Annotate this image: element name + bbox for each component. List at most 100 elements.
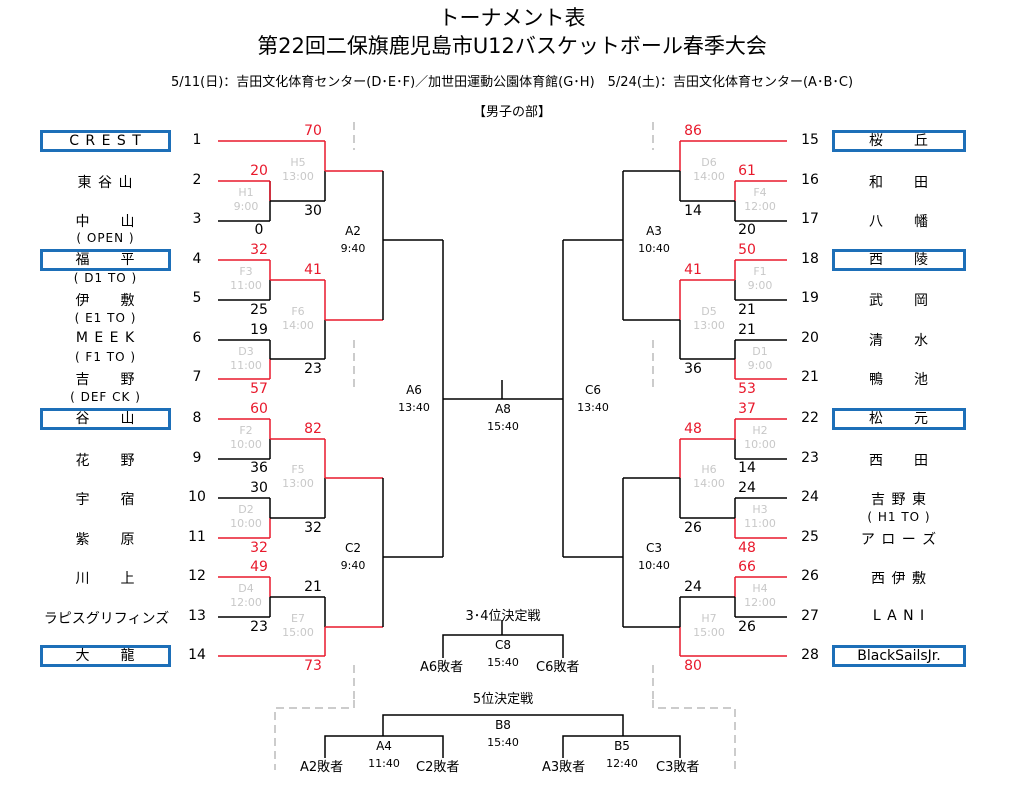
team-note: ( E1 TO ) [74, 311, 137, 325]
seed-number: 12 [188, 568, 206, 584]
score: 14 [684, 203, 702, 219]
team-box: 松 元 [832, 408, 966, 430]
seed-number: 14 [188, 647, 206, 663]
score: 30 [304, 203, 322, 219]
loser-label: C3敗者 [656, 760, 700, 775]
team-box: 谷 山 [40, 408, 171, 430]
score: 23 [250, 619, 268, 635]
score: 23 [304, 361, 322, 377]
score: 82 [304, 421, 322, 437]
team-box: C R E S T [40, 130, 171, 152]
team-note: ( F1 TO ) [74, 350, 137, 364]
score: 0 [254, 222, 264, 238]
score: 30 [250, 480, 268, 496]
team-name: 西 陵 [869, 252, 929, 268]
team-name: 花 野 [75, 453, 136, 469]
seed-number: 7 [192, 369, 202, 385]
seed-number: 23 [801, 450, 819, 466]
seed-number: 28 [801, 647, 819, 663]
score: 20 [738, 222, 756, 238]
score: 48 [684, 421, 702, 437]
division-label: 【男子の部】 [472, 105, 551, 120]
team-name: 八 幡 [869, 214, 929, 230]
team-box: 福 平 [40, 249, 171, 271]
team-name: ア ロ ー ズ [860, 532, 938, 548]
seed-number: 16 [801, 172, 819, 188]
team-name: BlackSailsJr. [857, 648, 941, 664]
team-name: M E E K [75, 330, 136, 346]
score: 61 [738, 163, 756, 179]
score: 19 [250, 322, 268, 338]
seed-number: 2 [192, 172, 202, 188]
score: 25 [250, 302, 268, 318]
score: 24 [684, 579, 702, 595]
team-name: 紫 原 [75, 532, 136, 548]
score: 60 [250, 401, 268, 417]
team-name: 谷 山 [75, 411, 136, 427]
loser-label: C6敗者 [536, 660, 580, 675]
seed-number: 22 [801, 410, 819, 426]
team-name: 清 水 [869, 333, 929, 349]
seed-number: 13 [188, 608, 206, 624]
team-note: ( D1 TO ) [73, 271, 138, 285]
team-name: 川 上 [75, 571, 136, 587]
team-name: 鴨 池 [869, 372, 929, 388]
seed-number: 18 [801, 251, 819, 267]
team-name: 中 山 [75, 214, 136, 230]
score: 80 [684, 658, 702, 674]
seed-number: 24 [801, 489, 819, 505]
score: 32 [304, 520, 322, 536]
seed-number: 20 [801, 330, 819, 346]
fifth-place-title: 5位決定戦 [472, 692, 534, 707]
team-name: 伊 敷 [75, 293, 136, 309]
team-name: 和 田 [869, 175, 929, 191]
score: 66 [738, 559, 756, 575]
seed-number: 17 [801, 211, 819, 227]
seed-number: 11 [188, 529, 206, 545]
score: 14 [738, 460, 756, 476]
team-box: 大 龍 [40, 645, 171, 667]
loser-label: A6敗者 [420, 660, 464, 675]
loser-label: C2敗者 [416, 760, 460, 775]
team-note: ( H1 TO ) [867, 510, 931, 524]
team-name: 西 田 [869, 453, 929, 469]
score: 41 [684, 262, 702, 278]
seed-number: 8 [192, 410, 202, 426]
team-name: 西 伊 敷 [871, 571, 927, 587]
loser-label: A3敗者 [542, 760, 586, 775]
seed-number: 3 [192, 211, 202, 227]
team-box: 西 陵 [832, 249, 966, 271]
loser-label: A2敗者 [300, 760, 344, 775]
team-name: 宇 宿 [75, 492, 136, 508]
team-name: C R E S T [69, 133, 142, 149]
seed-number: 1 [192, 132, 202, 148]
score: 20 [250, 163, 268, 179]
team-name: ラピスグリフィンズ [43, 611, 170, 627]
seed-number: 9 [192, 450, 202, 466]
team-name: 松 元 [869, 411, 929, 427]
seed-number: 15 [801, 132, 819, 148]
seed-number: 26 [801, 568, 819, 584]
score: 21 [738, 322, 756, 338]
team-name: 福 平 [75, 252, 136, 268]
team-name: 吉 野 [75, 372, 136, 388]
team-note: ( OPEN ) [76, 231, 135, 245]
score: 26 [684, 520, 702, 536]
